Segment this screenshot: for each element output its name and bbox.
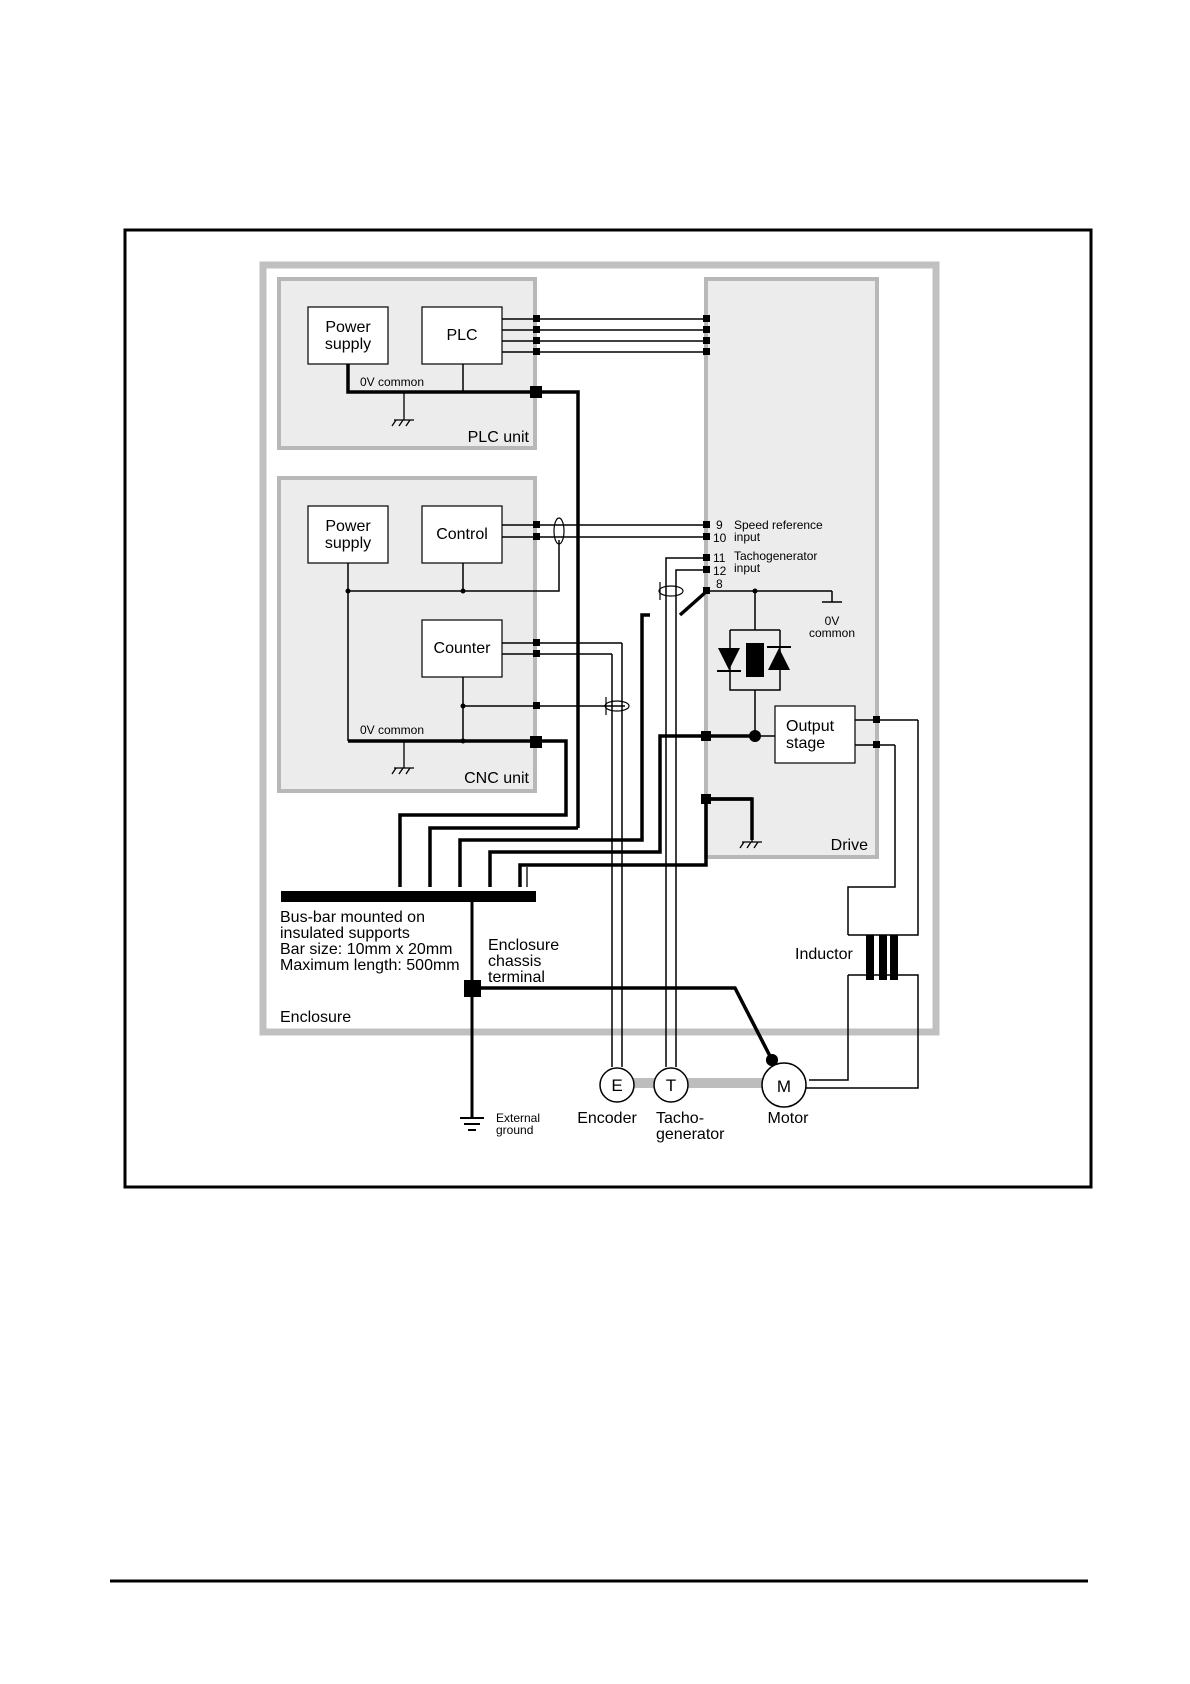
chassis-terminal — [464, 980, 481, 997]
figure-frame — [123, 228, 1093, 1189]
control-signal-wires — [347, 524, 707, 1067]
plc-label: PLC — [446, 327, 477, 344]
cnc-ground-icon — [391, 741, 414, 775]
busbar-label-1: Bus-bar mounted on — [280, 909, 425, 926]
motor-label: Motor — [768, 1110, 810, 1127]
cnc-unit-label: CNC unit — [464, 770, 529, 787]
drive-common-label-1: 0V — [825, 614, 840, 628]
output-stage-box — [774, 705, 856, 764]
output-stage-label-1: Output — [786, 718, 835, 735]
motor-symbol: M — [777, 1077, 791, 1096]
encoder-cable-shield — [604, 700, 630, 712]
drive-junction-top — [752, 588, 758, 594]
drive-common-label-2: common — [809, 626, 855, 640]
external-ground-label-2: ground — [496, 1123, 533, 1137]
encoder-circle — [599, 1067, 635, 1103]
enclosure-outline — [259, 261, 940, 1036]
cnc-common-wire — [348, 739, 568, 887]
inductor-core — [866, 935, 898, 980]
protection-diodes — [717, 643, 791, 677]
tacho-label-2: generator — [656, 1126, 725, 1143]
drive-ground-icon — [739, 840, 762, 849]
external-ground-icon — [460, 1117, 484, 1131]
busbar-label-3: Bar size: 10mm x 20mm — [280, 941, 452, 958]
chassis-label-1: Enclosure — [488, 937, 559, 954]
pin-12: 12 — [713, 564, 727, 578]
busbar-label-2: insulated supports — [280, 925, 410, 942]
drive-box — [704, 277, 879, 859]
counter-box — [421, 619, 503, 678]
tacho-input-label-1: Tachogenerator — [734, 549, 817, 563]
plc-common-terminal — [530, 386, 542, 398]
motor-earth-dot — [766, 1054, 778, 1066]
tacho-symbol: T — [666, 1076, 676, 1095]
encoder-symbol: E — [611, 1076, 622, 1095]
cnc-power-label-1: Power — [325, 518, 371, 535]
pin-9: 9 — [716, 518, 723, 532]
counter-label: Counter — [434, 640, 492, 657]
inductor-label: Inductor — [795, 946, 853, 963]
tacho-input-label-2: input — [734, 561, 761, 575]
external-ground-label-1: External — [496, 1111, 540, 1125]
encoder-label: Encoder — [577, 1110, 637, 1127]
bus-bar — [281, 891, 536, 902]
tacho-wires — [665, 557, 707, 1067]
tacho-label-1: Tacho- — [656, 1110, 704, 1127]
motor-power-wires — [799, 720, 919, 1089]
plc-terminals — [533, 315, 710, 355]
tacho-circle — [653, 1067, 689, 1103]
speed-ref-label-1: Speed reference — [734, 518, 823, 532]
motor-circle — [761, 1062, 807, 1108]
output-stage-label-2: stage — [786, 735, 825, 752]
drive-junction — [749, 730, 761, 742]
cnc-common-label: 0V common — [360, 723, 424, 737]
speed-ref-label-2: input — [734, 530, 761, 544]
motor-earth-wire — [481, 986, 774, 1061]
enclosure-label: Enclosure — [280, 1009, 351, 1026]
cnc-power-label-2: supply — [325, 535, 371, 552]
tacho-cable-shield — [658, 585, 684, 597]
control-cable-shield — [553, 517, 565, 545]
pin-10: 10 — [713, 531, 727, 545]
chassis-label-3: terminal — [488, 969, 545, 986]
plc-ground-icon — [391, 392, 414, 427]
drive-common-wire — [706, 734, 755, 840]
busbar-label-4: Maximum length: 500mm — [280, 957, 460, 974]
plc-power-label-1: Power — [325, 319, 371, 336]
plc-unit-label: PLC unit — [468, 429, 530, 446]
control-label: Control — [436, 526, 488, 543]
pin-8: 8 — [716, 577, 723, 591]
chassis-label-2: chassis — [488, 953, 541, 970]
plc-common-label: 0V common — [360, 375, 424, 389]
plc-box — [421, 306, 503, 365]
drive-label: Drive — [831, 837, 868, 854]
pin-11: 11 — [713, 551, 726, 565]
plc-power-label-2: supply — [325, 336, 371, 353]
control-box — [421, 505, 503, 564]
plc-power-supply-box — [307, 306, 389, 365]
cnc-terminals — [530, 521, 710, 748]
